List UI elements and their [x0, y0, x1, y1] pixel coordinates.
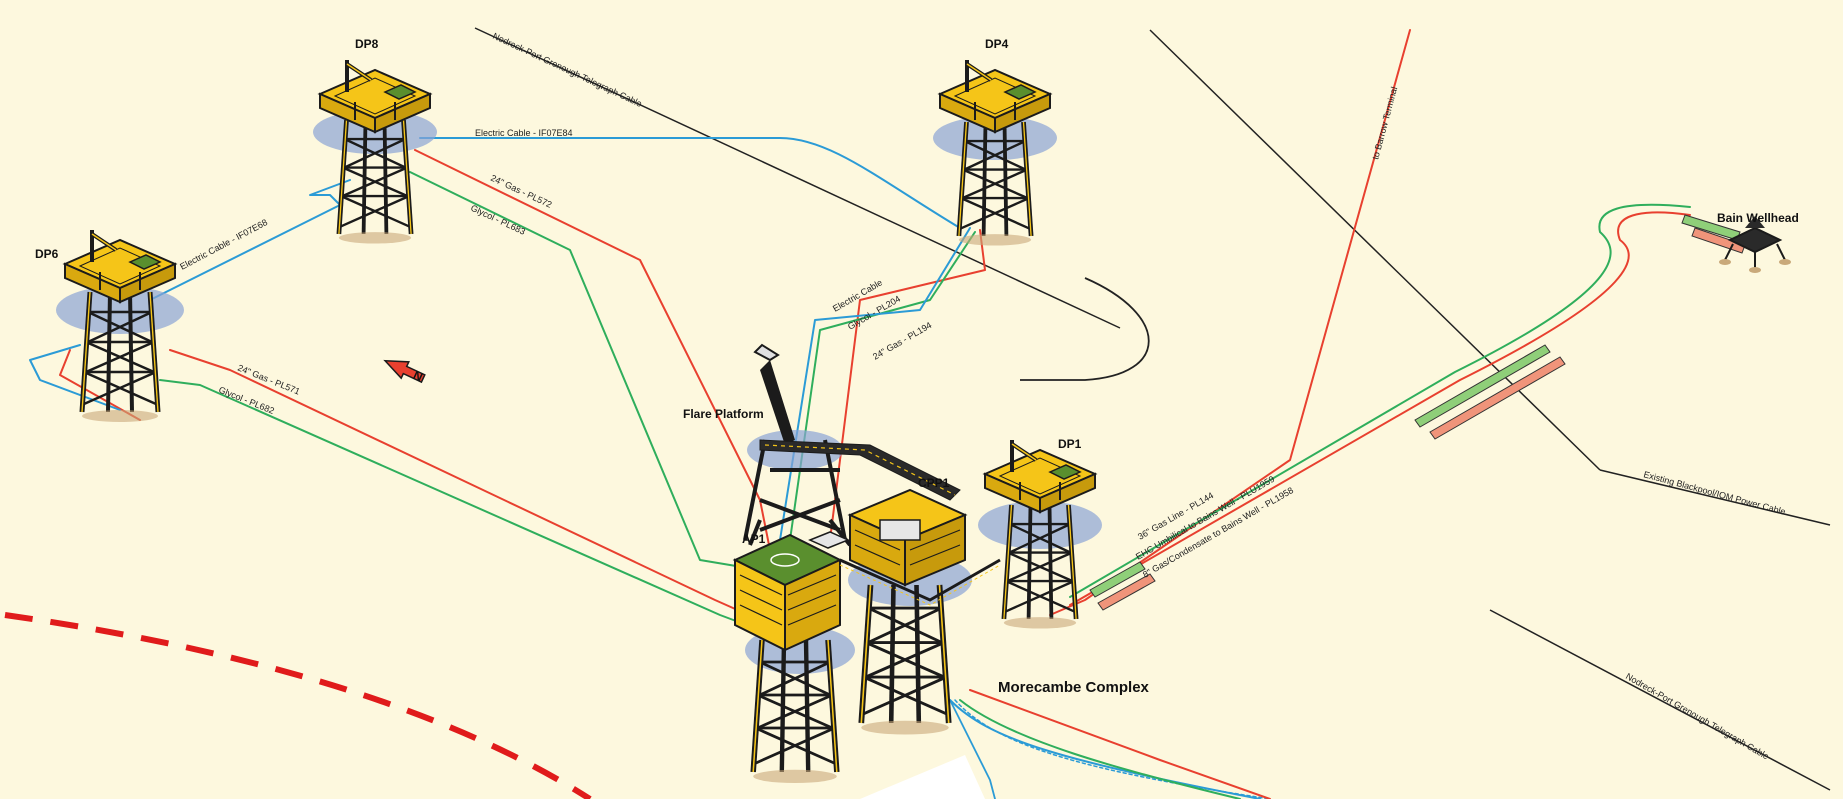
- dp4-electric-line: [779, 227, 971, 541]
- bain-condensate-line: [1069, 211, 1691, 606]
- blackpool-power-cable-line: [1149, 29, 1601, 471]
- label-dp6: DP6: [35, 247, 59, 261]
- crossing-mattresses: [1089, 214, 1746, 611]
- telegraph-cable-line-bottom: [1489, 609, 1831, 791]
- route-lines: [474, 27, 1831, 791]
- label-electric-cable-if07e84: Electric Cable - IF07E84: [475, 128, 573, 138]
- label-dp1: DP1: [1058, 437, 1082, 451]
- label-cpp1: CPP1: [918, 476, 950, 490]
- label-ap1: AP1: [742, 532, 766, 546]
- dp8-dp4-electric-cable: [419, 137, 961, 229]
- label-flare-platform: Flare Platform: [683, 407, 764, 421]
- platform-dp6[interactable]: [56, 228, 184, 422]
- dp4-gas-line: [829, 229, 986, 541]
- telegraph-cable-line-top: [474, 27, 1121, 329]
- platform-dp4[interactable]: [933, 58, 1057, 246]
- platform-dp8[interactable]: [313, 58, 437, 244]
- north-arrow-icon: N: [383, 359, 426, 384]
- land-wedge: [860, 755, 985, 799]
- label-morecambe-complex: Morecambe Complex: [998, 679, 1150, 696]
- platform-flare[interactable]: [743, 343, 961, 547]
- platform-cpp1[interactable]: [839, 488, 1001, 735]
- dp8-glycol-line: [409, 171, 761, 571]
- dp6-dp8-electric-cable: [149, 179, 351, 301]
- dp8-gas-line: [414, 149, 771, 551]
- label-dp4: DP4: [985, 37, 1009, 51]
- platform-bain-wellhead[interactable]: [1719, 216, 1791, 273]
- platform-ap1[interactable]: [732, 531, 855, 783]
- bain-glycol-line: [1069, 203, 1691, 598]
- platform-dp1[interactable]: [978, 438, 1102, 629]
- licence-boundary-line: [4, 612, 592, 799]
- label-dp8: DP8: [355, 37, 379, 51]
- label-bain-wellhead: Bain Wellhead: [1717, 211, 1799, 225]
